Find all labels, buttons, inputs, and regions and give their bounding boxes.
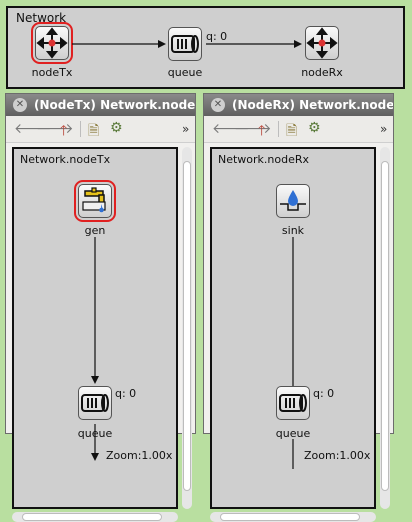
toolbar-separator (278, 121, 279, 137)
compound-module-icon (306, 27, 338, 59)
nodeTx-titlebar[interactable]: ✕ (NodeTx) Network.nodeTx (6, 94, 195, 116)
up-arrow-icon[interactable]: 🡑 (60, 123, 68, 139)
gen-label: gen (84, 224, 106, 237)
rx-queue-module[interactable] (276, 386, 310, 420)
forward-arrow-icon[interactable]: 🡒 (36, 121, 74, 137)
tx-horizontal-scrollbar[interactable] (12, 512, 178, 522)
connection-arrows (72, 40, 302, 48)
rx-horizontal-scroll-thumb[interactable] (220, 513, 360, 521)
queue-icon (279, 394, 307, 412)
queue-label: queue (167, 66, 203, 79)
compound-module-icon (36, 27, 68, 59)
queue-icon (81, 394, 109, 412)
sink-module[interactable] (276, 184, 310, 218)
tx-horizontal-scroll-thumb[interactable] (22, 513, 162, 521)
rx-vertical-scroll-thumb[interactable] (381, 161, 389, 491)
network-title: Network (16, 11, 67, 25)
tx-zoom-label: Zoom:1.00x (104, 449, 175, 462)
close-icon[interactable]: ✕ (211, 98, 225, 112)
close-icon[interactable]: ✕ (13, 98, 27, 112)
nodeRx-canvas[interactable]: Network.nodeRx sink q: 0 queue Zoom (210, 147, 376, 509)
tx-queue-module[interactable] (78, 386, 112, 420)
queue-module[interactable] (168, 27, 202, 61)
queue-icon (171, 35, 199, 53)
tx-queue-count: q: 0 (115, 387, 137, 400)
rx-queue-label: queue (275, 427, 311, 440)
nodeTx-toolbar: 🡐 🡒 🡑 🗎 ⚙ » (6, 116, 195, 143)
nodeTx-canvas[interactable]: Network.nodeTx gen (12, 147, 178, 509)
back-arrow-icon[interactable]: 🡐 (212, 121, 250, 137)
tx-vertical-scrollbar[interactable] (182, 147, 192, 509)
rx-vertical-scrollbar[interactable] (380, 147, 390, 509)
source-tap-icon (82, 187, 106, 213)
layout-icon[interactable]: 🗎 (286, 123, 298, 139)
nodeRx-window-title: (NodeRx) Network.nodeRx (232, 98, 393, 112)
toolbar-overflow-icon[interactable]: » (380, 122, 388, 136)
toolbar-overflow-icon[interactable]: » (182, 122, 190, 136)
nodeRx-titlebar[interactable]: ✕ (NodeRx) Network.nodeRx (204, 94, 393, 116)
settings-dropdown-icon[interactable]: ⚙ (308, 120, 321, 136)
network-panel: Network nodeTx q: 0 queue (6, 6, 405, 89)
forward-arrow-icon[interactable]: 🡒 (234, 121, 272, 137)
back-arrow-icon[interactable]: 🡐 (14, 121, 52, 137)
nodeRx-toolbar: 🡐 🡒 🡑 🗎 ⚙ » (204, 116, 393, 143)
nodeRx-label: nodeRx (301, 66, 343, 79)
rx-horizontal-scrollbar[interactable] (210, 512, 376, 522)
tx-vertical-scroll-thumb[interactable] (183, 161, 191, 491)
nodeTx-window[interactable]: ✕ (NodeTx) Network.nodeTx 🡐 🡒 🡑 🗎 ⚙ » Ne… (5, 93, 196, 522)
nodeTx-module[interactable] (31, 22, 73, 64)
rx-queue-count: q: 0 (313, 387, 335, 400)
sink-label: sink (281, 224, 305, 237)
nodeRx-window[interactable]: ✕ (NodeRx) Network.nodeRx 🡐 🡒 🡑 🗎 ⚙ » Ne… (203, 93, 394, 522)
queue-count: q: 0 (206, 30, 228, 43)
tx-queue-label: queue (77, 427, 113, 440)
nodeRx-module[interactable] (305, 26, 339, 60)
nodeTx-label: nodeTx (31, 66, 73, 79)
gen-module[interactable] (74, 180, 116, 222)
layout-icon[interactable]: 🗎 (88, 123, 100, 139)
toolbar-separator (80, 121, 81, 137)
nodeTx-window-title: (NodeTx) Network.nodeTx (34, 98, 195, 112)
nodeTx-canvas-title: Network.nodeTx (20, 153, 111, 166)
sink-drop-icon (280, 190, 306, 211)
rx-zoom-label: Zoom:1.00x (302, 449, 373, 462)
settings-dropdown-icon[interactable]: ⚙ (110, 120, 123, 136)
nodeRx-canvas-title: Network.nodeRx (218, 153, 310, 166)
up-arrow-icon[interactable]: 🡑 (258, 123, 266, 139)
